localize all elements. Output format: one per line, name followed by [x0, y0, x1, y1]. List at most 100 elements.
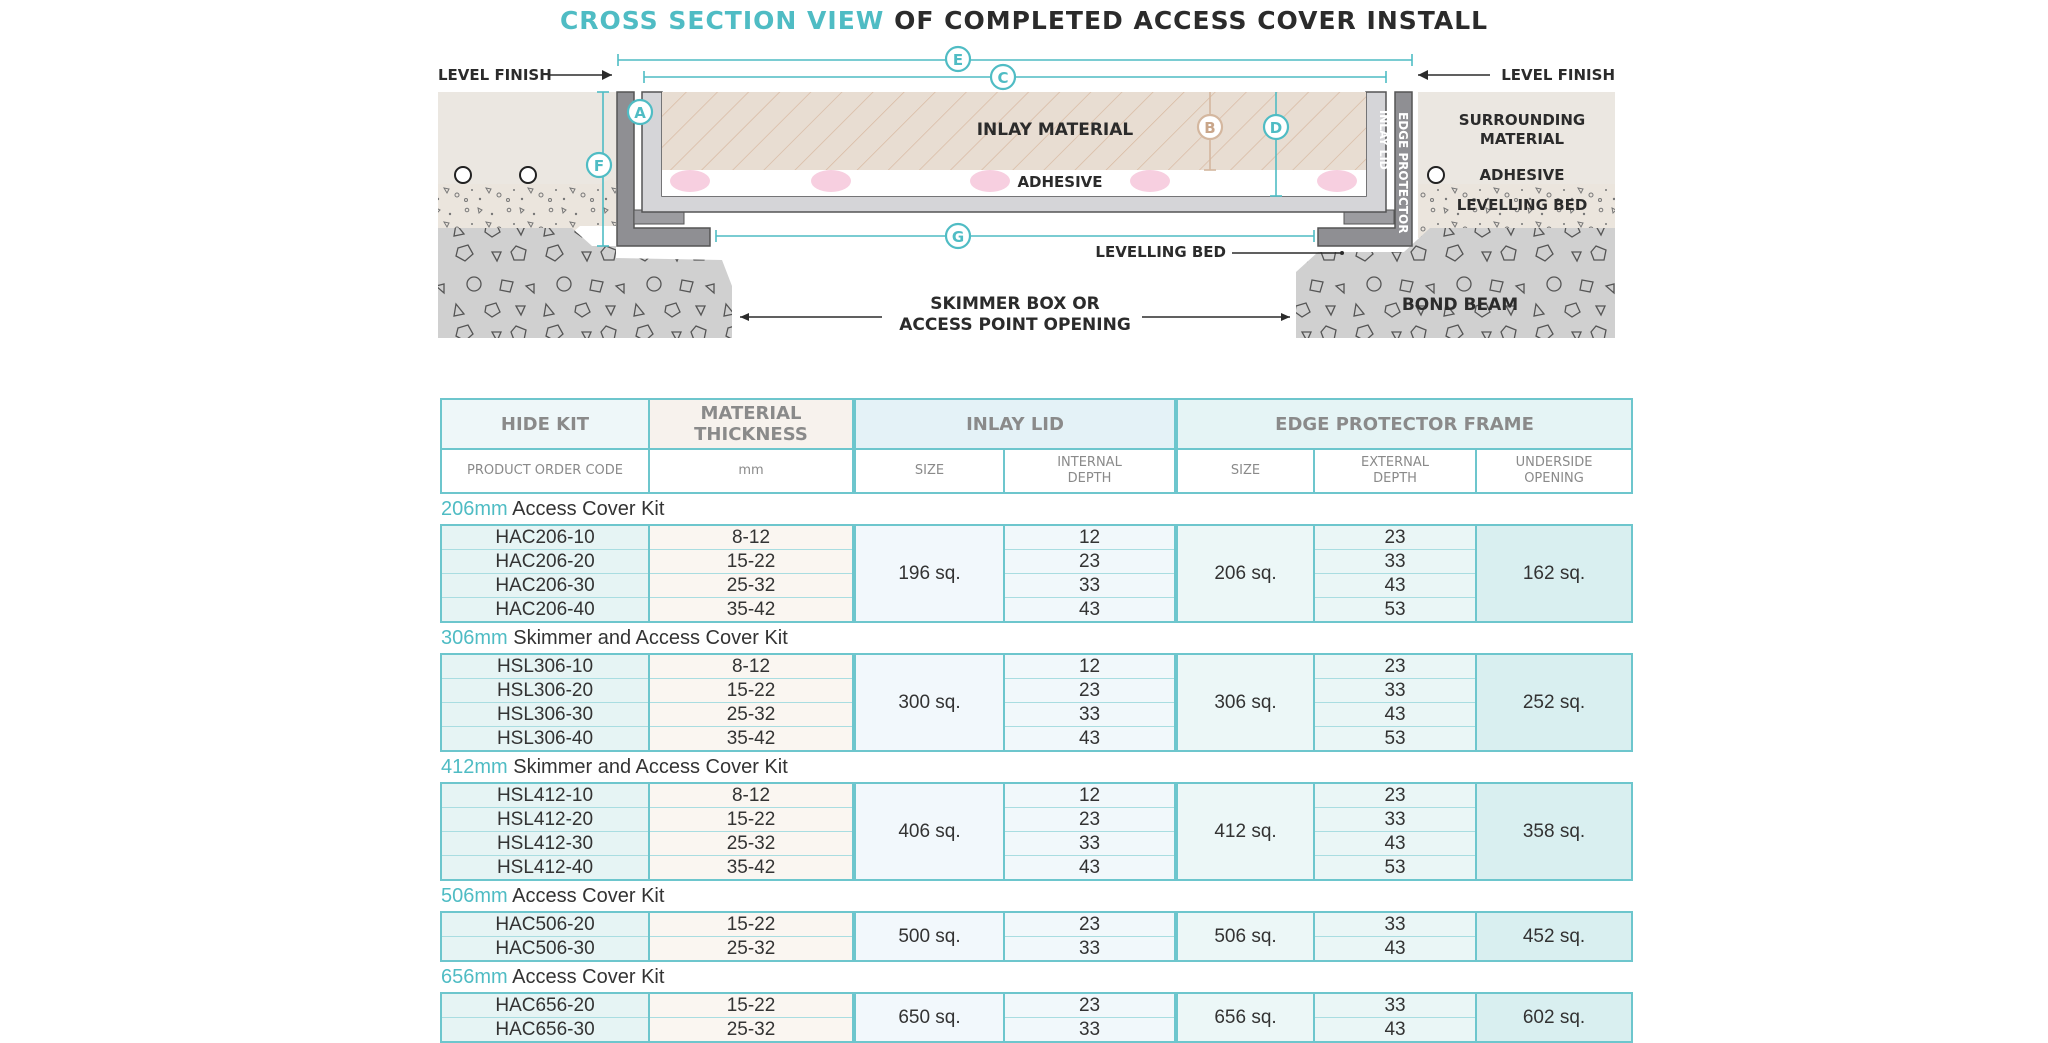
section-heading-row: 206mm Access Cover Kit — [441, 493, 1632, 525]
marker-d: D — [1262, 113, 1290, 141]
external-depth-cell: 33 — [1313, 678, 1478, 703]
section-heading-row: 412mm Skimmer and Access Cover Kit — [441, 751, 1632, 783]
level-finish-right-arrow — [1418, 70, 1428, 80]
section-size: 306mm — [441, 626, 508, 649]
section-size: 506mm — [441, 884, 508, 907]
lid-size-cell: 196 sq. — [852, 524, 1005, 623]
levelling-bed-right-label: LEVELLING BED — [1457, 196, 1588, 214]
external-depth-cell: 43 — [1313, 702, 1478, 727]
section-name: Skimmer and Access Cover Kit — [507, 626, 788, 649]
product-code-cell: HAC206-30 — [440, 573, 650, 598]
svg-text:E: E — [953, 51, 963, 69]
svg-text:C: C — [997, 69, 1008, 87]
material-thickness-cell: 15-22 — [648, 549, 855, 574]
svg-text:A: A — [634, 104, 646, 122]
external-depth-cell: 43 — [1313, 831, 1478, 856]
product-code-cell: HSL412-30 — [440, 831, 650, 856]
inlay-lid-vertical-label: INLAY LID — [1377, 110, 1390, 170]
external-depth-cell: 23 — [1313, 524, 1478, 550]
right-circle-marker — [1427, 166, 1445, 184]
section-name: Skimmer and Access Cover Kit — [507, 755, 788, 778]
bond-beam-right — [1296, 228, 1615, 338]
header-inlay-lid: INLAY LID — [851, 398, 1178, 450]
material-thickness-cell: 25-32 — [648, 936, 855, 962]
internal-depth-cell: 23 — [1002, 807, 1178, 832]
material-thickness-cell: 25-32 — [648, 702, 855, 727]
section-heading-row: 306mm Skimmer and Access Cover Kit — [441, 622, 1632, 654]
material-thickness-cell: 15-22 — [648, 911, 855, 937]
external-depth-cell: 23 — [1313, 653, 1478, 679]
product-code-cell: HSL412-20 — [440, 807, 650, 832]
section-heading: 306mm Skimmer and Access Cover Kit — [441, 622, 1632, 654]
adhesive-blob-4 — [1130, 170, 1170, 192]
inlay-material-label: INLAY MATERIAL — [977, 120, 1134, 140]
section-heading-row: 656mm Access Cover Kit — [441, 961, 1632, 993]
header-edge-protector-frame: EDGE PROTECTOR FRAME — [1174, 398, 1634, 450]
frame-size-cell: 206 sq. — [1174, 524, 1316, 623]
edge-protector-frame-left — [616, 91, 711, 247]
section-size: 206mm — [441, 497, 508, 520]
adhesive-center-label: ADHESIVE — [1017, 173, 1102, 191]
header-frame-size: SIZE — [1174, 448, 1316, 494]
level-finish-right-label: LEVEL FINISH — [1501, 66, 1615, 84]
material-thickness-cell: 25-32 — [648, 1017, 855, 1043]
left-circle-marker-2 — [519, 166, 537, 184]
material-thickness-cell: 25-32 — [648, 831, 855, 856]
product-code-cell: HAC656-20 — [440, 992, 650, 1018]
adhesive-blob-5 — [1317, 170, 1357, 192]
header-mm: mm — [648, 448, 855, 494]
internal-depth-cell: 12 — [1002, 782, 1178, 808]
adhesive-blob-1 — [670, 170, 710, 192]
marker-f: F — [585, 151, 613, 179]
section-heading: 506mm Access Cover Kit — [441, 880, 1632, 912]
marker-g: G — [944, 222, 972, 250]
surrounding-material-label-2: MATERIAL — [1480, 130, 1565, 148]
adhesive-layer — [662, 170, 1366, 196]
product-code-cell: HAC206-10 — [440, 524, 650, 550]
header-hide-kit: HIDE KIT — [440, 398, 650, 450]
product-code-cell: HSL306-10 — [440, 653, 650, 679]
frame-size-cell: 412 sq. — [1174, 782, 1316, 881]
product-code-cell: HSL306-20 — [440, 678, 650, 703]
material-thickness-cell: 25-32 — [648, 573, 855, 598]
material-thickness-cell: 35-42 — [648, 597, 855, 623]
marker-b: B — [1196, 113, 1224, 141]
section-heading-row: 506mm Access Cover Kit — [441, 880, 1632, 912]
underside-opening-cell: 452 sq. — [1475, 911, 1634, 962]
product-code-cell: HAC506-20 — [440, 911, 650, 937]
surrounding-material-right — [1418, 92, 1615, 184]
external-depth-cell: 53 — [1313, 597, 1478, 623]
edge-protector-vertical-label: EDGE PROTECTOR — [1396, 112, 1410, 233]
product-code-cell: HAC506-30 — [440, 936, 650, 962]
internal-depth-cell: 33 — [1002, 1017, 1178, 1043]
internal-depth-cell: 12 — [1002, 524, 1178, 550]
marker-c: C — [989, 63, 1017, 91]
internal-depth-cell: 33 — [1002, 573, 1178, 598]
lid-size-cell: 300 sq. — [852, 653, 1005, 752]
internal-depth-cell: 43 — [1002, 597, 1178, 623]
bond-beam-left — [438, 228, 732, 338]
section-heading: 656mm Access Cover Kit — [441, 961, 1632, 993]
edge-protector-frame-right — [1317, 91, 1413, 247]
underside-opening-cell: 602 sq. — [1475, 992, 1634, 1043]
svg-text:G: G — [952, 228, 964, 246]
external-depth-cell: 33 — [1313, 549, 1478, 574]
internal-depth-cell: 33 — [1002, 936, 1178, 962]
level-finish-left-arrow — [602, 70, 612, 80]
inlay-material — [662, 92, 1366, 170]
internal-depth-cell: 23 — [1002, 678, 1178, 703]
